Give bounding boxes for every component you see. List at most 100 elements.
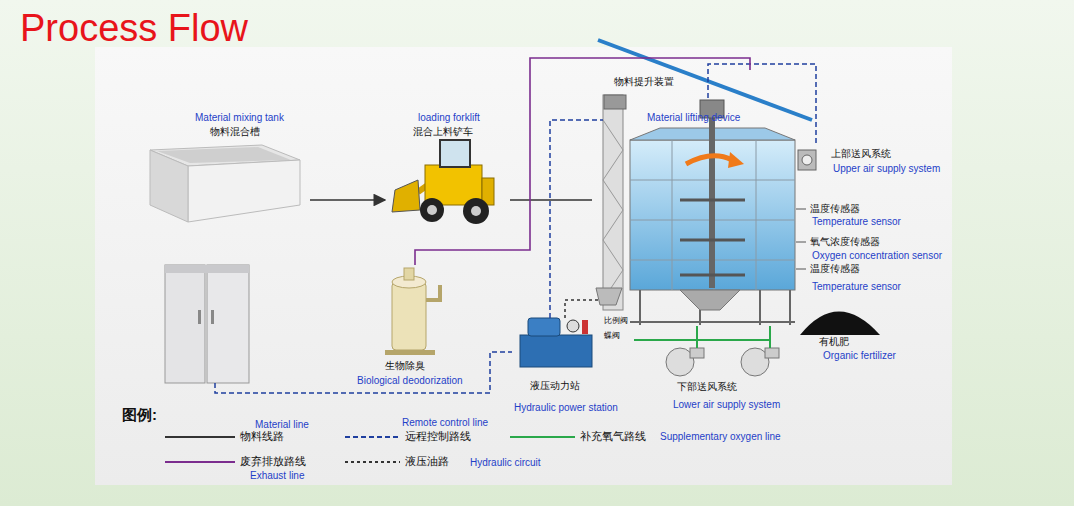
node-label: 混合上料铲车 <box>413 126 473 138</box>
equipment-node: 上部送风系统 Upper air supply system <box>797 146 947 180</box>
node-label: 液压动力站 <box>530 380 580 392</box>
legend-sample <box>345 461 400 463</box>
reactor-picture <box>603 120 623 300</box>
deodorization-tower <box>385 350 435 355</box>
blower-fans <box>690 348 704 358</box>
legend-heading: 图例: <box>122 406 157 424</box>
control-cabinet <box>211 310 214 324</box>
annotation-label: Hydraulic circuit <box>470 457 541 469</box>
control-cabinet <box>198 310 201 324</box>
flow-line <box>415 58 750 265</box>
forklift-picture <box>471 206 481 216</box>
annotation-label: Supplementary oxygen line <box>660 431 781 443</box>
reactor-picture <box>603 95 623 310</box>
legend-sample <box>165 461 235 463</box>
wires <box>550 120 603 318</box>
equipment-node: loading forklift 混合上料铲车 <box>385 110 510 228</box>
forklift-picture <box>420 198 444 222</box>
forklift-picture <box>440 140 470 167</box>
wires <box>215 352 512 393</box>
annotation-label: 温度传感器 <box>810 263 860 275</box>
equipment-node: 生物除臭 Biological deodorization <box>355 265 480 390</box>
node-label: Lower air supply system <box>673 399 780 411</box>
product-node: 有机肥 Organic fertilizer <box>795 292 905 364</box>
page-title: Process Flow <box>20 6 248 52</box>
annotation-label: Temperature sensor <box>812 281 901 293</box>
mixing-tank-picture <box>188 160 300 222</box>
annotation-label: Material line <box>255 419 309 431</box>
node-label: loading forklift <box>418 112 480 124</box>
hydraulic-station <box>528 318 560 336</box>
node-label: 上部送风系统 <box>831 148 891 160</box>
control-cabinet <box>165 265 249 273</box>
wires <box>708 64 816 146</box>
fertilizer-heap <box>800 312 880 336</box>
wires <box>565 300 600 318</box>
reactor-picture <box>680 290 740 310</box>
legend-text: 废弃排放路线 <box>240 455 306 468</box>
mixing-tank-picture <box>157 147 291 163</box>
wires <box>634 326 770 348</box>
annotation-label: Temperature sensor <box>812 216 901 228</box>
deodorization-tower <box>392 282 426 350</box>
reactor-picture <box>798 150 816 170</box>
node-label: Hydraulic power station <box>514 402 618 414</box>
legend-text: 液压油路 <box>405 455 449 468</box>
deodorization-tower <box>385 268 440 355</box>
control-cabinet <box>165 265 205 383</box>
annotation-label: Oxygen concentration sensor <box>812 250 942 262</box>
hydraulic-station <box>520 335 592 367</box>
node-label: Biological deodorization <box>357 375 463 387</box>
reactor-picture <box>728 152 744 168</box>
node-label: Material lifting device <box>647 112 740 124</box>
node-label: 生物除臭 <box>385 360 425 372</box>
node-label: Organic fertilizer <box>823 350 896 362</box>
legend-sample <box>510 436 575 438</box>
mixing-tank-picture <box>150 145 300 222</box>
reactor-node: 物料提升装置 Material lifting device <box>592 70 812 332</box>
flow-line <box>510 199 592 201</box>
node-label: 物料混合槽 <box>210 126 260 138</box>
node-label: 物料提升装置 <box>614 76 674 88</box>
solar-panel <box>598 40 812 120</box>
reactor-picture <box>604 95 626 109</box>
node-label: 有机肥 <box>819 336 849 348</box>
blower-fans <box>765 348 779 358</box>
hydraulic-station <box>582 320 588 334</box>
forklift-picture <box>463 198 489 224</box>
forklift-picture <box>427 205 437 215</box>
control-cabinet <box>207 265 249 383</box>
legend-sample <box>345 436 400 438</box>
annotation-label: 比例阀 <box>604 316 628 326</box>
annotation-label: 蝶阀 <box>604 331 620 341</box>
legend-text: 物料线路 <box>240 430 284 443</box>
node-label: Upper air supply system <box>833 163 940 175</box>
forklift-picture <box>392 180 420 212</box>
reactor-picture <box>686 156 732 164</box>
reactor-picture <box>596 95 816 325</box>
hydraulic-station <box>520 318 592 367</box>
control-cabinet <box>165 265 249 383</box>
reactor-picture <box>630 290 795 325</box>
equipment-node: 下部送风系统 Lower air supply system <box>655 343 795 421</box>
forklift-picture <box>392 140 494 224</box>
legend-text: 补充氧气路线 <box>580 430 646 443</box>
node-label: Material mixing tank <box>195 112 284 124</box>
hydraulic-station <box>567 320 579 332</box>
annotation-label: 氧气浓度传感器 <box>810 236 880 248</box>
blower-fans <box>666 348 779 376</box>
reactor-picture <box>796 209 806 269</box>
legend-sample <box>165 436 235 438</box>
reactor-picture <box>680 200 745 275</box>
panel <box>95 47 952 485</box>
node-label: 下部送风系统 <box>677 381 737 393</box>
annotation-label: Exhaust line <box>250 470 304 482</box>
deodorization-tower <box>426 285 440 300</box>
annotation-label: Remote control line <box>402 417 488 429</box>
equipment-node: Material mixing tank 物料混合槽 <box>145 110 310 228</box>
reactor-picture <box>596 288 622 305</box>
mixing-tank-picture <box>150 150 188 222</box>
wires <box>215 64 816 393</box>
flow-line <box>310 199 385 201</box>
deodorization-tower <box>404 268 414 280</box>
